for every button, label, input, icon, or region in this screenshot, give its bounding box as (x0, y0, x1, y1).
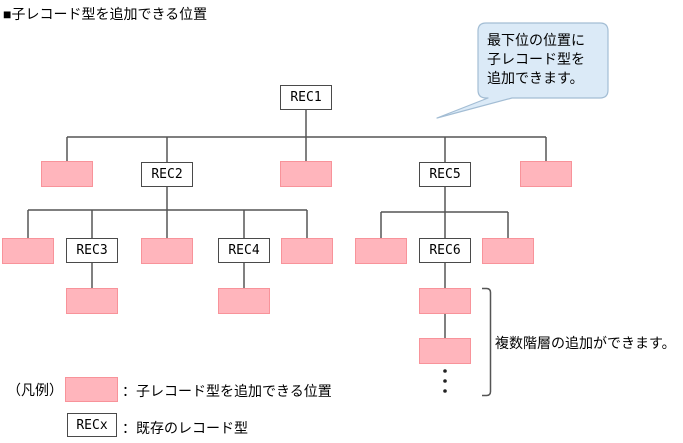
multi-level-note: 複数階層の追加ができます。 (495, 335, 676, 351)
legend-existing-label: ：既存のレコード型 (122, 420, 248, 436)
addable-slot (419, 288, 471, 314)
addable-slot (419, 338, 471, 364)
legend-addable-label: ：子レコード型を追加できる位置 (122, 383, 332, 399)
addable-slot (482, 238, 534, 264)
addable-slot (218, 288, 270, 314)
node-rec1: REC1 (280, 85, 332, 110)
legend-addable-swatch (65, 377, 118, 402)
legend-existing-box: RECx (67, 413, 117, 437)
callout-text: 最下位の位置に 子レコード型を 追加できます。 (487, 31, 585, 88)
node-rec5: REC5 (419, 162, 471, 187)
callout-line: 最下位の位置に (487, 32, 585, 48)
addable-slot (520, 161, 572, 187)
addable-slot (141, 238, 193, 264)
callout-line: 子レコード型を (487, 51, 585, 67)
node-rec4: REC4 (218, 238, 270, 263)
node-rec3: REC3 (66, 238, 118, 263)
node-rec6: REC6 (419, 238, 471, 263)
addable-slot (280, 161, 332, 187)
node-rec2: REC2 (141, 162, 193, 187)
addable-slot (66, 288, 118, 314)
ellipsis-dots (443, 369, 447, 393)
page-title: ■子レコード型を追加できる位置 (3, 6, 208, 22)
callout-line: 追加できます。 (487, 70, 584, 86)
addable-slot (281, 238, 333, 264)
hierarchy-bracket (482, 287, 492, 397)
legend-heading: （凡例） (7, 382, 63, 398)
addable-slot (41, 161, 93, 187)
addable-slot (355, 238, 407, 264)
addable-slot (2, 238, 54, 264)
